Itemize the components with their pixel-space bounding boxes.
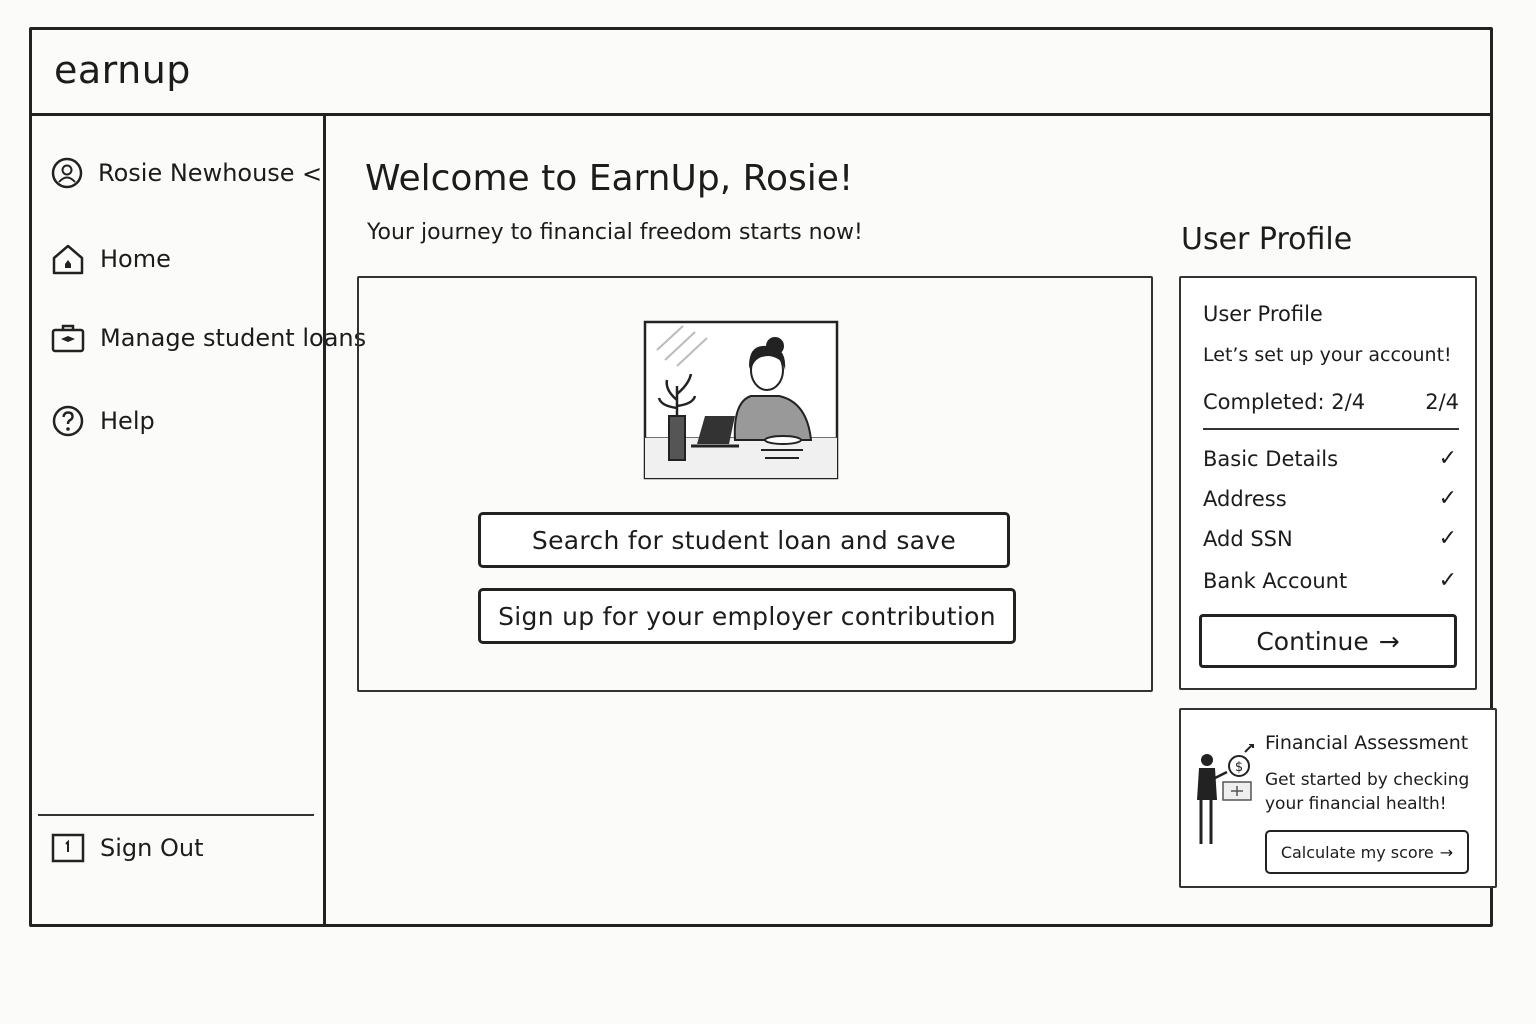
sidebar: Rosie Newhouse < Home Manage student loa… <box>32 116 366 927</box>
profile-card-subtitle: Let’s set up your account! <box>1203 344 1452 366</box>
assessment-title: Financial Assessment <box>1265 732 1469 754</box>
welcome-card: Search for student loan and save Sign up… <box>357 276 1153 692</box>
main-content: Welcome to EarnUp, Rosie! Your journey t… <box>329 116 1497 924</box>
user-avatar-icon <box>51 157 83 189</box>
briefcase-icon <box>51 324 85 353</box>
top-bar: earnup <box>32 30 1490 116</box>
continue-label: Continue <box>1256 626 1369 656</box>
calculate-score-button[interactable]: Calculate my score → <box>1265 830 1469 874</box>
step-label: Basic Details <box>1203 446 1339 471</box>
sidebar-item-label: Manage student loans <box>100 324 367 352</box>
sign-out-label: Sign Out <box>100 834 204 862</box>
step-label: Add SSN <box>1203 526 1293 551</box>
page-title: Welcome to EarnUp, Rosie! <box>365 158 854 199</box>
profile-card-title: User Profile <box>1203 302 1323 326</box>
finance-person-icon: $ <box>1197 744 1254 844</box>
employer-contribution-button[interactable]: Sign up for your employer contribution <box>478 588 1016 644</box>
profile-heading: User Profile <box>1181 222 1353 257</box>
check-icon: ✓ <box>1438 486 1457 511</box>
page-subtitle: Your journey to financial freedom starts… <box>367 220 863 245</box>
sidebar-item-label: Help <box>100 407 155 435</box>
sidebar-item-home[interactable]: Home <box>50 242 171 276</box>
continue-button[interactable]: Continue → <box>1199 614 1457 668</box>
app-window: earnup Rosie Newhouse < Home M <box>29 27 1497 927</box>
desk-illustration <box>643 320 839 480</box>
step-label: Bank Account <box>1203 568 1348 593</box>
collapse-sidebar-icon[interactable]: < <box>302 160 323 188</box>
step-add-ssn[interactable]: Add SSN ✓ <box>1203 526 1457 551</box>
user-profile-card: User Profile Let’s set up your account! … <box>1179 276 1477 690</box>
completed-count: 2/4 <box>1425 390 1459 414</box>
check-icon: ✓ <box>1438 568 1457 593</box>
sidebar-item-help[interactable]: Help <box>50 404 155 438</box>
check-icon: ✓ <box>1438 446 1457 471</box>
help-icon <box>52 405 84 437</box>
sign-out-button[interactable]: Sign Out <box>50 832 204 864</box>
completed-label: Completed: 2/4 <box>1203 390 1366 414</box>
step-label: Address <box>1203 486 1287 511</box>
check-icon: ✓ <box>1438 526 1457 551</box>
sidebar-item-label: Home <box>100 245 171 273</box>
calculate-score-label: Calculate my score <box>1280 842 1434 862</box>
arrow-right-icon: → <box>1378 626 1400 656</box>
sidebar-item-manage-student-loans[interactable]: Manage student loans <box>50 322 366 354</box>
financial-assessment-card: $ Financial Assessment Get started by ch… <box>1179 708 1497 888</box>
svg-text:$: $ <box>1235 760 1243 775</box>
home-icon <box>52 244 84 275</box>
step-basic-details[interactable]: Basic Details ✓ <box>1203 446 1457 471</box>
profile-divider <box>1203 428 1459 430</box>
sidebar-divider <box>38 814 314 816</box>
user-name: Rosie Newhouse <box>98 159 295 187</box>
search-student-loan-button[interactable]: Search for student loan and save <box>478 512 1010 568</box>
app-logo[interactable]: earnup <box>54 48 191 92</box>
step-address[interactable]: Address ✓ <box>1203 486 1457 511</box>
arrow-right-icon: → <box>1439 842 1454 862</box>
sidebar-user[interactable]: Rosie Newhouse <box>50 156 295 190</box>
assessment-description: Get started by checking your financial h… <box>1265 770 1470 814</box>
step-bank-account[interactable]: Bank Account ✓ <box>1203 568 1457 593</box>
sign-out-icon <box>51 833 85 863</box>
